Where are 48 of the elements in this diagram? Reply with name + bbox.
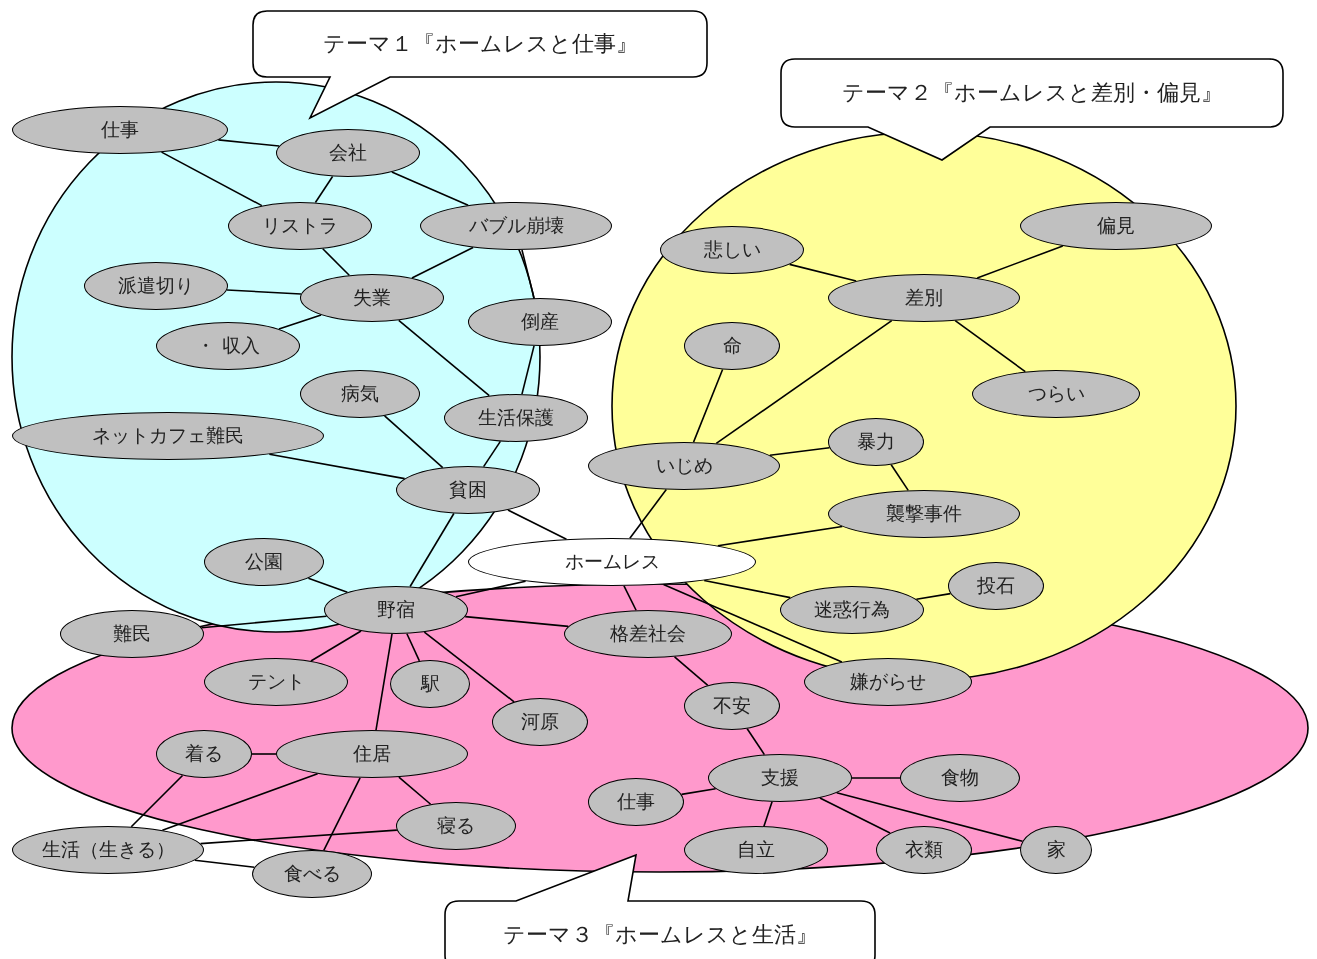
connector-line	[161, 773, 319, 831]
connector-line	[199, 829, 398, 845]
connector-line	[623, 585, 637, 612]
connector-line	[703, 579, 792, 599]
connector-line	[314, 175, 334, 204]
connector-line	[629, 488, 668, 539]
connector-line	[310, 630, 362, 662]
connector-line	[717, 525, 844, 547]
connector-line	[411, 246, 474, 279]
connector-line	[788, 263, 857, 282]
connector-line	[769, 447, 831, 457]
connector-line	[409, 512, 455, 588]
connector-line	[819, 797, 891, 834]
topic-ellipse: 倒産	[468, 298, 612, 346]
connector-line	[217, 139, 280, 147]
topic-ellipse: ホームレス	[468, 538, 756, 586]
connector-line	[307, 577, 349, 594]
connector-line	[226, 289, 302, 295]
connector-line	[406, 632, 421, 662]
connector-line	[976, 245, 1064, 279]
connector-line	[251, 753, 277, 755]
connector-line	[692, 368, 724, 443]
connector-line	[322, 777, 361, 852]
connector-line	[130, 774, 184, 828]
topic-ellipse: 難民	[60, 610, 204, 658]
connector-line	[375, 633, 393, 731]
theme-title: テーマ２『ホームレスと差別・偏見』	[840, 79, 1224, 107]
connector-line	[391, 171, 469, 206]
connector-line	[763, 801, 773, 827]
connector-line	[455, 580, 527, 598]
connector-line	[268, 453, 406, 480]
connector-line	[482, 440, 502, 468]
topic-ellipse: 食べる	[252, 850, 372, 898]
connector-line	[521, 249, 535, 299]
topic-ellipse: バブル崩壊	[420, 202, 612, 250]
topic-ellipse: 家	[1020, 826, 1092, 874]
theme-title: テーマ３『ホームレスと生活』	[501, 921, 819, 949]
connector-line	[521, 345, 535, 395]
connector-line	[278, 314, 322, 330]
connector-line	[835, 792, 1024, 843]
connector-line	[915, 592, 952, 601]
topic-ellipse: 仕事	[12, 106, 228, 154]
connector-line	[398, 776, 432, 806]
connector-line	[680, 787, 717, 796]
theme-title: テーマ１『ホームレスと仕事』	[321, 30, 639, 58]
topic-ellipse: 生活（生きる）	[12, 826, 204, 874]
topic-ellipse: 生活保護	[444, 394, 588, 442]
connector-line	[851, 777, 901, 779]
